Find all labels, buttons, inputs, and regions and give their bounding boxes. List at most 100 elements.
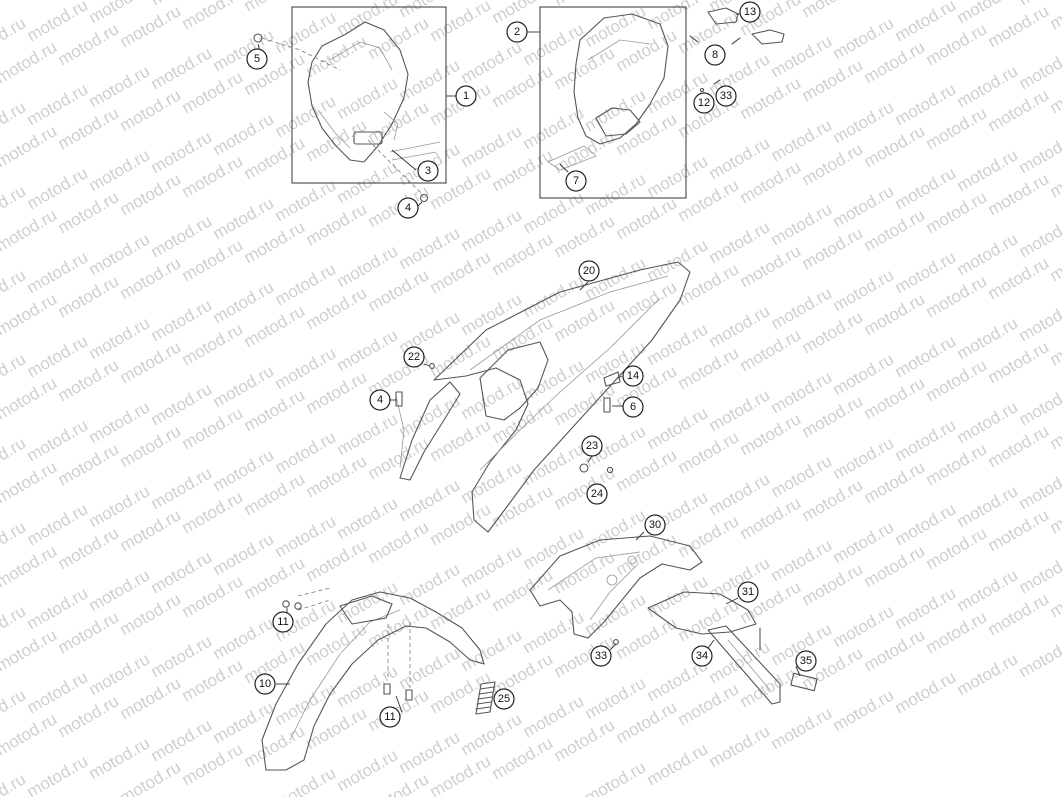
- callout-2: 2: [506, 21, 528, 43]
- svg-text:4: 4: [405, 202, 411, 214]
- watermark-text: motod.ru: [551, 0, 619, 9]
- part-spring-25: [475, 681, 496, 715]
- watermark-text: motod.ru: [0, 541, 60, 591]
- watermark-text: motod.ru: [1016, 547, 1062, 597]
- svg-text:12: 12: [698, 97, 710, 109]
- callout-13: 13: [739, 1, 761, 23]
- watermark-text: motod.ru: [1016, 379, 1062, 429]
- callout-33-top: 33: [715, 85, 737, 107]
- group-box-1: [291, 6, 447, 184]
- svg-text:34: 34: [696, 650, 708, 662]
- svg-text:10: 10: [259, 678, 271, 690]
- svg-text:2: 2: [514, 26, 520, 38]
- svg-text:33: 33: [720, 90, 732, 102]
- watermark-text: motod.ru: [1016, 211, 1062, 261]
- watermark-text: motod.ru: [582, 757, 650, 797]
- svg-text:1: 1: [463, 90, 469, 102]
- callout-3: 3: [417, 160, 439, 182]
- svg-text:8: 8: [712, 49, 718, 61]
- watermark-text: motod.ru: [830, 685, 898, 735]
- part-nut-23: [579, 463, 589, 473]
- svg-text:6: 6: [630, 401, 636, 413]
- callout-33-bottom: 33: [590, 645, 612, 667]
- callout-4-mid: 4: [369, 389, 391, 411]
- callout-24: 24: [586, 483, 608, 505]
- part-side-panel: [529, 535, 703, 639]
- callout-layer: 1 2 3 4 4 5 6 7 8 10 11 11 12 13 14 20 2…: [246, 1, 817, 728]
- callout-6: 6: [622, 396, 644, 418]
- svg-text:25: 25: [498, 693, 510, 705]
- watermark-text: motod.ru: [954, 649, 1022, 699]
- callout-31: 31: [737, 581, 759, 603]
- watermark-text: motod.ru: [644, 739, 712, 789]
- watermark-text: motod.ru: [799, 0, 867, 21]
- part-nut-5: [253, 33, 263, 43]
- watermark-text: motod.ru: [1016, 295, 1062, 345]
- watermark-text: motod.ru: [0, 121, 60, 171]
- part-bolt-4: [395, 391, 403, 407]
- part-headlight-mask: [547, 13, 669, 171]
- watermark-text: motod.ru: [1047, 0, 1062, 33]
- callout-22: 22: [403, 346, 425, 368]
- svg-text:22: 22: [408, 351, 420, 363]
- callout-4-top: 4: [397, 197, 419, 219]
- svg-text:33: 33: [595, 650, 607, 662]
- watermark-text: motod.ru: [1016, 127, 1062, 177]
- callout-11-top: 11: [272, 611, 294, 633]
- group-box-2: [539, 6, 687, 199]
- part-reflector-35: [790, 672, 818, 692]
- part-license-bracket: [647, 591, 781, 705]
- callout-8: 8: [704, 44, 726, 66]
- callout-20: 20: [578, 260, 600, 282]
- watermark-text: motod.ru: [0, 625, 60, 675]
- part-bolt-6: [603, 397, 611, 413]
- callout-7: 7: [565, 170, 587, 192]
- callout-23: 23: [581, 435, 603, 457]
- svg-text:35: 35: [800, 655, 812, 667]
- callout-14: 14: [622, 365, 644, 387]
- watermark-text: motod.ru: [0, 0, 60, 3]
- svg-text:4: 4: [377, 394, 383, 406]
- svg-text:11: 11: [384, 711, 395, 723]
- watermark-text: motod.ru: [892, 667, 960, 717]
- callout-1: 1: [455, 85, 477, 107]
- callout-11-bottom: 11: [379, 706, 401, 728]
- part-nut-11b: [294, 602, 302, 610]
- watermark-text: motod.ru: [0, 205, 60, 255]
- callout-10: 10: [254, 673, 276, 695]
- callout-25: 25: [493, 688, 515, 710]
- watermark-text: motod.ru: [768, 703, 836, 753]
- svg-text:20: 20: [583, 265, 595, 277]
- svg-text:30: 30: [649, 519, 661, 531]
- svg-text:14: 14: [627, 370, 639, 382]
- callout-34: 34: [691, 645, 713, 667]
- callout-30: 30: [644, 514, 666, 536]
- part-bolt-11c: [383, 683, 391, 695]
- watermark-text: motod.ru: [0, 289, 60, 339]
- part-rubber-14: [603, 371, 621, 387]
- svg-text:31: 31: [742, 586, 754, 598]
- watermark-text: motod.ru: [0, 373, 60, 423]
- svg-text:3: 3: [425, 165, 431, 177]
- watermark-text: motod.ru: [272, 763, 340, 797]
- part-front-fender: [261, 591, 485, 771]
- svg-text:11: 11: [277, 616, 288, 628]
- part-turn-signals: [689, 7, 785, 93]
- callout-5: 5: [246, 48, 268, 70]
- watermark-text: motod.ru: [241, 0, 309, 15]
- watermark-text: motod.ru: [0, 37, 60, 87]
- svg-text:5: 5: [254, 53, 260, 65]
- watermark-text: motod.ru: [1016, 631, 1062, 681]
- part-washer-24: [606, 466, 614, 474]
- watermark-text: motod.ru: [0, 709, 60, 759]
- svg-text:7: 7: [573, 175, 579, 187]
- watermark-text: motod.ru: [706, 721, 774, 771]
- part-bolt-11d: [405, 689, 413, 701]
- svg-text:13: 13: [744, 6, 756, 18]
- svg-text:23: 23: [586, 440, 598, 452]
- watermark-text: motod.ru: [1016, 463, 1062, 513]
- watermark-text: motod.ru: [0, 457, 60, 507]
- part-number-plate: [307, 21, 441, 163]
- part-nut-4-top: [419, 193, 429, 203]
